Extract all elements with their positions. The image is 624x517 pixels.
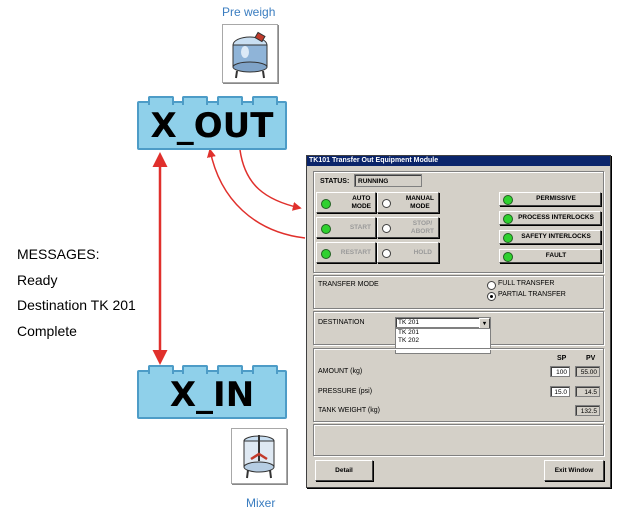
transfer-mode-label: TRANSFER MODE — [318, 281, 379, 288]
tank-weight-label: TANK WEIGHT (kg) — [318, 407, 380, 414]
block-stud — [148, 96, 174, 105]
block-stud — [182, 96, 208, 105]
safety-interlocks-indicator[interactable]: SAFETY INTERLOCKS — [499, 230, 601, 244]
process-interlocks-indicator[interactable]: PROCESS INTERLOCKS — [499, 211, 601, 225]
pressure-pv-value: 14.5 — [575, 386, 600, 397]
mixer-caption: Mixer — [246, 496, 276, 510]
block-stud — [148, 365, 174, 374]
destination-option[interactable]: TK 201 — [398, 329, 419, 336]
detail-button[interactable]: Detail — [315, 460, 373, 481]
restart-led — [321, 249, 331, 259]
message-area-group — [313, 424, 604, 456]
hold-indicator — [382, 249, 391, 258]
permissive-label: PERMISSIVE — [536, 195, 576, 202]
sp-header: SP — [557, 355, 567, 362]
full-transfer-label: FULL TRANSFER — [498, 280, 555, 287]
destination-label: DESTINATION — [318, 319, 365, 326]
window-title: TK101 Transfer Out Equipment Module — [307, 156, 610, 166]
status-label: STATUS: — [320, 178, 350, 185]
block-stud — [182, 365, 208, 374]
tank-weight-pv-value: 132.5 — [575, 405, 600, 416]
control-group — [313, 171, 604, 273]
start-button[interactable]: START — [316, 217, 376, 238]
hold-button[interactable]: HOLD — [377, 242, 439, 263]
stop-abort-label: STOP/ ABORT — [410, 219, 434, 235]
status-value: RUNNING — [354, 174, 422, 187]
auto-mode-button[interactable]: AUTO MODE — [316, 192, 376, 213]
pre-weigh-caption: Pre weigh — [222, 5, 276, 19]
x-out-label: X_OUT — [150, 105, 274, 146]
block-stud — [252, 96, 278, 105]
partial-transfer-radio[interactable] — [487, 292, 496, 301]
full-transfer-radio[interactable] — [487, 281, 496, 290]
transfer-mode-group — [313, 275, 604, 309]
amount-pv-value: 55.00 — [575, 366, 600, 377]
restart-label: RESTART — [340, 248, 371, 256]
destination-selected: TK 201 — [398, 319, 419, 326]
destination-option[interactable]: TK 202 — [398, 337, 419, 344]
auto-mode-label: AUTO MODE — [351, 194, 372, 210]
fault-label: FAULT — [545, 252, 567, 259]
block-stud — [217, 365, 243, 374]
x-out-block[interactable]: X_OUT — [137, 96, 287, 150]
message-line: Destination TK 201 — [17, 297, 136, 313]
start-led — [321, 224, 331, 234]
manual-mode-indicator — [382, 199, 391, 208]
safety-interlocks-led — [503, 233, 513, 243]
safety-interlocks-label: SAFETY INTERLOCKS — [521, 233, 591, 240]
messages-heading: MESSAGES: — [17, 246, 100, 262]
arrow-to-module — [239, 149, 302, 211]
auto-mode-led — [321, 199, 331, 209]
equipment-module-window: TK101 Transfer Out Equipment Module STAT… — [306, 155, 611, 488]
fault-led — [503, 252, 513, 262]
stop-abort-indicator — [382, 224, 391, 233]
exit-window-button[interactable]: Exit Window — [544, 460, 604, 481]
amount-sp-input[interactable]: 100 — [550, 366, 570, 377]
pressure-label: PRESSURE (psi) — [318, 388, 373, 395]
full-transfer-option[interactable]: FULL TRANSFER — [487, 280, 597, 290]
restart-button[interactable]: RESTART — [316, 242, 376, 263]
partial-transfer-label: PARTIAL TRANSFER — [498, 291, 566, 298]
arrow-from-module — [207, 148, 306, 239]
x-in-block[interactable]: X_IN — [137, 365, 287, 419]
start-label: START — [349, 223, 371, 231]
tank-icon[interactable] — [222, 24, 278, 83]
stop-abort-button[interactable]: STOP/ ABORT — [377, 217, 439, 238]
block-stud — [217, 96, 243, 105]
process-values-group — [313, 348, 604, 422]
block-stud — [252, 365, 278, 374]
destination-select[interactable]: TK 201 ▾ — [395, 317, 491, 329]
permissive-led — [503, 195, 513, 205]
permissive-indicator[interactable]: PERMISSIVE — [499, 192, 601, 206]
hold-label: HOLD — [413, 248, 432, 256]
manual-mode-label: MANUAL MODE — [405, 194, 434, 210]
destination-dropdown-list[interactable]: TK 201 TK 202 — [395, 328, 491, 354]
process-interlocks-led — [503, 214, 513, 224]
pv-header: PV — [586, 355, 596, 362]
message-line: Complete — [17, 323, 77, 339]
amount-label: AMOUNT (kg) — [318, 368, 363, 375]
message-line: Ready — [17, 272, 58, 288]
manual-mode-button[interactable]: MANUAL MODE — [377, 192, 439, 213]
process-interlocks-label: PROCESS INTERLOCKS — [518, 214, 594, 221]
mixer-tank-icon[interactable] — [231, 428, 287, 484]
partial-transfer-option[interactable]: PARTIAL TRANSFER — [487, 291, 597, 301]
pressure-sp-input[interactable]: 15.0 — [550, 386, 570, 397]
x-in-label: X_IN — [169, 374, 255, 415]
fault-indicator[interactable]: FAULT — [499, 249, 601, 263]
